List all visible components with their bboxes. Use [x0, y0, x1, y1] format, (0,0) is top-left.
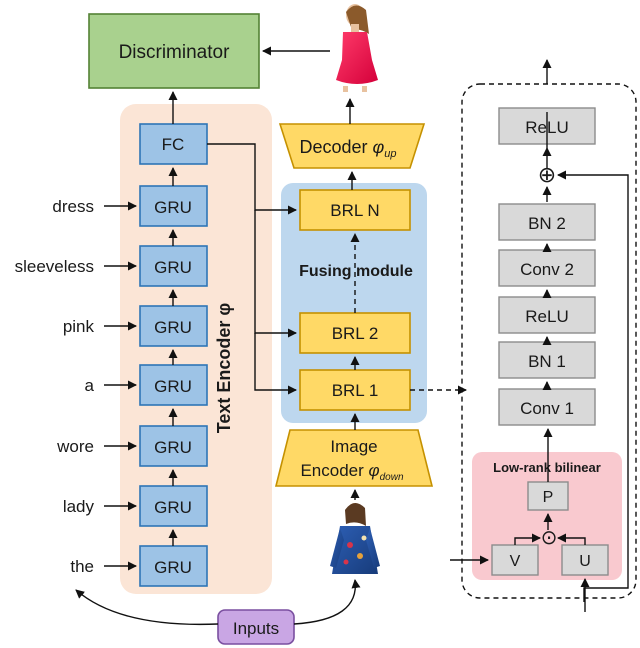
discriminator-label: Discriminator	[119, 42, 231, 63]
brl-detail-layer-label: Conv 2	[520, 260, 574, 279]
gru-label: GRU	[154, 438, 192, 457]
image-encoder-block: Image Encoder φdown	[274, 429, 434, 487]
fc-block: FC	[139, 123, 208, 165]
input-word: wore	[56, 437, 94, 456]
brl-1-block: BRL 1	[299, 369, 411, 411]
fusing-module-title: Fusing module	[299, 263, 413, 280]
generated-image-red-dress	[336, 4, 378, 92]
input-word: the	[70, 557, 94, 576]
brl-detail-layer: BN 1	[498, 341, 596, 379]
brl-detail-layer: ReLU	[498, 296, 596, 334]
brl-detail-layer-label: ReLU	[525, 307, 568, 326]
input-word: sleeveless	[15, 257, 94, 276]
p-label: P	[543, 489, 554, 506]
gru-cell: GRU	[139, 245, 208, 287]
discriminator-block: Discriminator	[88, 13, 260, 89]
fusing-module-panel	[281, 183, 427, 423]
connectors	[75, 46, 629, 626]
fc-label: FC	[162, 135, 185, 154]
gru-stack: GRU GRU GRU GRU GRU GRU GRU	[139, 185, 208, 587]
inputs-block: Inputs	[217, 609, 295, 645]
brl-1-label: BRL 1	[332, 381, 379, 400]
gru-label: GRU	[154, 258, 192, 277]
gru-cell: GRU	[139, 305, 208, 347]
gru-label: GRU	[154, 498, 192, 517]
brl-2-label: BRL 2	[332, 324, 379, 343]
inputs-label: Inputs	[233, 619, 279, 638]
input-word: lady	[63, 497, 95, 516]
low-rank-bilinear-title: Low-rank bilinear	[493, 460, 601, 475]
brl-detail-layer-label: BN 1	[528, 352, 566, 371]
p-block: P	[527, 481, 569, 511]
text-encoder-title: Text Encoder φ	[214, 303, 234, 434]
text-encoder-title-text: Text Encoder φ	[214, 303, 234, 434]
gru-label: GRU	[154, 318, 192, 337]
gru-cell: GRU	[139, 545, 208, 587]
input-word: dress	[52, 197, 94, 216]
decoder-label: Decoder φup	[299, 137, 396, 160]
brl-detail-layer-label: BN 2	[528, 214, 566, 233]
v-block: V	[491, 544, 539, 576]
gru-cell: GRU	[139, 185, 208, 227]
input-word: pink	[63, 317, 95, 336]
gru-label: GRU	[154, 377, 192, 396]
v-label: V	[510, 553, 521, 570]
image-encoder-line2: Encoder φdown	[300, 461, 404, 483]
brl-detail-layer-label: Conv 1	[520, 399, 574, 418]
image-encoder-line1: Image	[330, 437, 377, 456]
gru-cell: GRU	[139, 485, 208, 527]
brl-n-block: BRL N	[299, 189, 411, 231]
product-symbol: ⊙	[541, 527, 558, 549]
brl-detail-panel	[461, 83, 637, 599]
decoder-block: Decoder φup	[278, 123, 426, 169]
brl-n-label: BRL N	[330, 201, 379, 220]
gru-cell: GRU	[139, 364, 208, 406]
add-symbol: ⊕	[538, 162, 556, 187]
input-image-blue-top	[330, 502, 380, 574]
gru-cell: GRU	[139, 425, 208, 467]
gru-label: GRU	[154, 198, 192, 217]
brl-detail-layer: BN 2	[498, 203, 596, 241]
brl-detail-layer: Conv 1	[498, 388, 596, 426]
brl-detail-layer: Conv 2	[498, 249, 596, 287]
u-label: U	[579, 553, 591, 570]
input-word: a	[85, 376, 95, 395]
gru-label: GRU	[154, 558, 192, 577]
brl-2-block: BRL 2	[299, 312, 411, 354]
u-block: U	[561, 544, 609, 576]
input-words: dress sleeveless pink a wore lady the	[15, 197, 95, 576]
